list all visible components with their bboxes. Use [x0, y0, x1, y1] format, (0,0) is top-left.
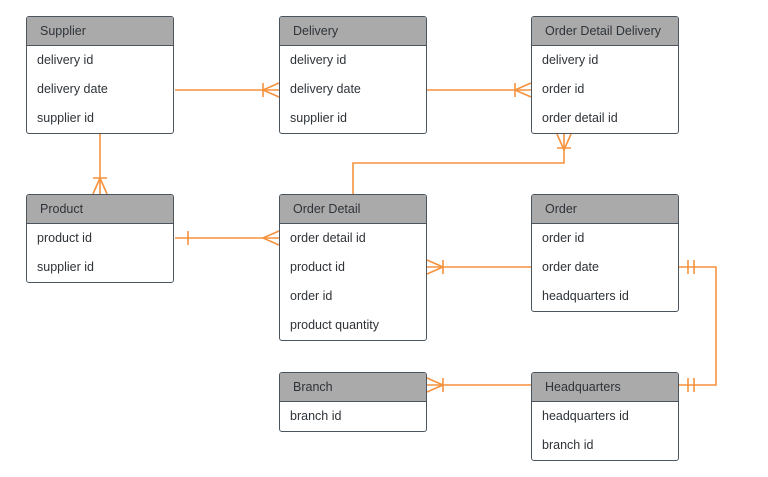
- entity-order-detail-delivery[interactable]: Order Detail Delivery delivery id order …: [531, 16, 679, 134]
- crowsfoot-product: [92, 176, 108, 195]
- entity-field: delivery date: [290, 82, 361, 96]
- bars-headquarters: [687, 378, 695, 392]
- entity-field: order id: [542, 231, 585, 245]
- entity-field: branch id: [290, 409, 342, 423]
- entity-title: Product: [27, 195, 173, 224]
- crowsfoot-delivery: [261, 82, 280, 98]
- entity-field: delivery id: [542, 53, 599, 67]
- entity-order[interactable]: Order order id order date headquarters i…: [531, 194, 679, 312]
- crowsfoot-order-detail-right: [426, 259, 445, 275]
- entity-title: Headquarters: [532, 373, 678, 402]
- entity-field: delivery id: [37, 53, 94, 67]
- entity-product[interactable]: Product product id supplier id: [26, 194, 174, 283]
- crowsfoot-order-detail-delivery: [513, 82, 532, 98]
- entity-field: delivery id: [290, 53, 347, 67]
- entity-title: Order Detail Delivery: [532, 17, 678, 46]
- crowsfoot-order-detail-left: [261, 230, 280, 246]
- entity-field: order detail id: [290, 231, 366, 245]
- crowsfoot-branch: [426, 377, 445, 393]
- entity-field: supplier id: [290, 111, 347, 125]
- entity-delivery[interactable]: Delivery delivery id delivery date suppl…: [279, 16, 427, 134]
- entity-field: branch id: [542, 438, 594, 452]
- entity-title: Supplier: [27, 17, 173, 46]
- entity-field: product id: [37, 231, 92, 245]
- entity-field: order date: [542, 260, 599, 274]
- entity-title: Branch: [280, 373, 426, 402]
- entity-field: product quantity: [290, 318, 379, 332]
- entity-field: supplier id: [37, 111, 94, 125]
- entity-branch[interactable]: Branch branch id: [279, 372, 427, 432]
- entity-field: order id: [542, 82, 585, 96]
- connector-order-headquarters: [679, 266, 717, 386]
- entity-title: Order: [532, 195, 678, 224]
- entity-field: order id: [290, 289, 333, 303]
- entity-title: Order Detail: [280, 195, 426, 224]
- entity-field: product id: [290, 260, 345, 274]
- entity-field: order detail id: [542, 111, 618, 125]
- entity-headquarters[interactable]: Headquarters headquarters id branch id: [531, 372, 679, 461]
- connector-order-detail-odd: [352, 134, 565, 194]
- entity-field: delivery date: [37, 82, 108, 96]
- entity-field: supplier id: [37, 260, 94, 274]
- bars-order: [687, 260, 695, 274]
- entity-title: Delivery: [280, 17, 426, 46]
- entity-field: headquarters id: [542, 409, 629, 423]
- entity-field: headquarters id: [542, 289, 629, 303]
- entity-supplier[interactable]: Supplier delivery id delivery date suppl…: [26, 16, 174, 134]
- entity-order-detail[interactable]: Order Detail order detail id product id …: [279, 194, 427, 341]
- crowsfoot-odd-bottom: [556, 133, 572, 152]
